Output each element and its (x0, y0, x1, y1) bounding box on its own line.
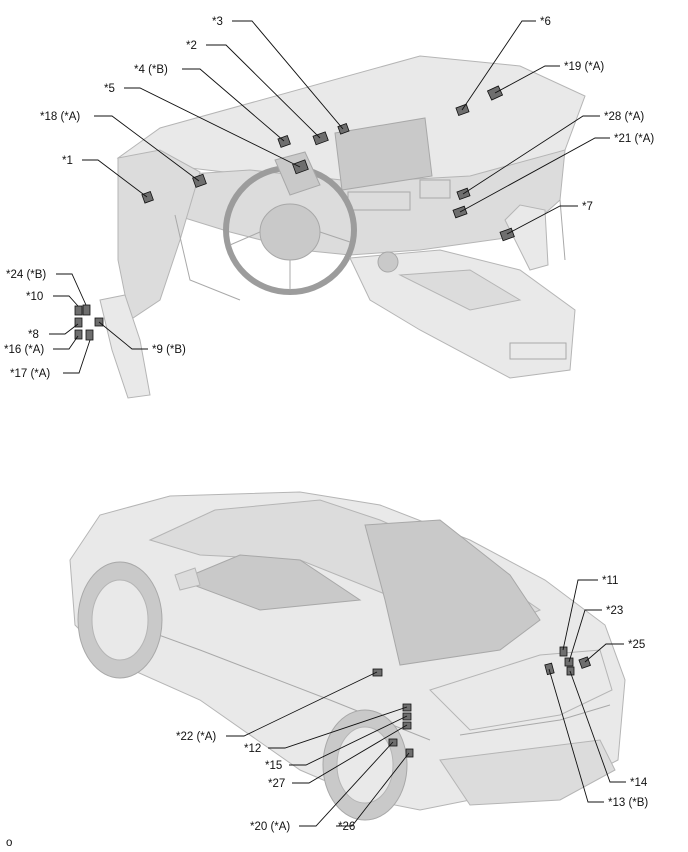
vehicle-interior-illustration (99, 55, 586, 399)
connector-26 (405, 748, 414, 758)
callout-p24: *24 (*B) (6, 269, 46, 281)
callout-p17: *17 (*A) (10, 368, 50, 380)
connector-18 (192, 173, 207, 188)
vehicle-exterior-illustration (69, 491, 626, 821)
callout-p25: *25 (628, 639, 645, 651)
callout-p3: *3 (212, 16, 223, 28)
callout-p15: *15 (265, 760, 282, 772)
callout-p22: *22 (*A) (176, 731, 216, 743)
exterior-callouts: *11 *23 *25 *22 (*A) *12 *15 *27 *14 *13… (176, 575, 648, 833)
callout-p27: *27 (268, 778, 285, 790)
connector-10 (74, 305, 83, 316)
callout-p6: *6 (540, 16, 551, 28)
callout-p16: *16 (*A) (4, 344, 44, 356)
callout-p2: *2 (186, 40, 197, 52)
connector-5 (292, 159, 309, 175)
connector-17 (85, 329, 94, 341)
interior-leader-lines (49, 20, 610, 374)
callout-p5: *5 (104, 83, 115, 95)
connector-22 (372, 668, 383, 677)
callout-p4: *4 (*B) (134, 64, 168, 76)
connector-16 (74, 329, 83, 340)
connector-1 (141, 191, 154, 204)
callout-p20: *20 (*A) (250, 821, 290, 833)
connector-14 (566, 666, 575, 676)
exterior-leader-lines (226, 579, 626, 827)
figure-id: o (6, 837, 12, 849)
connector-24 (82, 304, 91, 316)
callout-p7: *7 (582, 201, 593, 213)
callout-p23: *23 (606, 605, 623, 617)
callout-p14: *14 (630, 777, 648, 789)
callout-p1: *1 (62, 155, 73, 167)
callout-p26: *26 (338, 821, 355, 833)
callout-p18: *18 (*A) (40, 111, 80, 123)
callout-p13: *13 (*B) (608, 797, 648, 809)
interior-callouts: *3 *6 *2 *19 (*A) *4 (*B) *5 *18 (*A) *2… (4, 16, 654, 380)
callout-p21: *21 (*A) (614, 133, 654, 145)
connector-12 (402, 703, 412, 712)
callout-p12: *12 (244, 743, 261, 755)
callout-p19: *19 (*A) (564, 61, 604, 73)
connector-7 (499, 227, 515, 242)
callout-p11: *11 (602, 575, 618, 587)
connector-8 (74, 317, 83, 328)
callout-p8: *8 (28, 329, 39, 341)
callout-p28: *28 (*A) (604, 111, 644, 123)
callout-p9: *9 (*B) (152, 344, 186, 356)
callout-p10: *10 (26, 291, 43, 303)
